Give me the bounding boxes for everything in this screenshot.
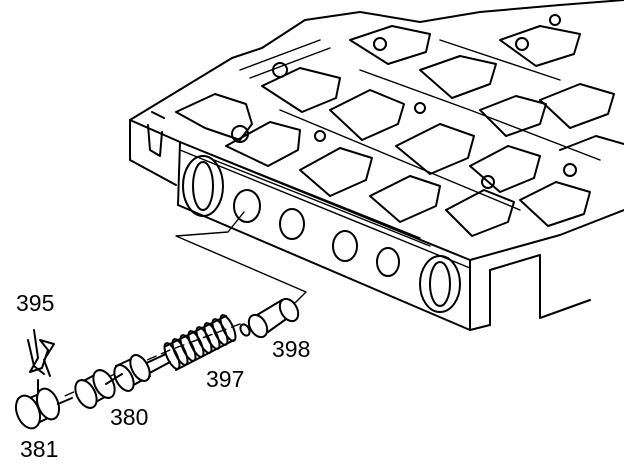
label-part-381: 381 bbox=[20, 436, 59, 462]
label-part-380: 380 bbox=[110, 404, 149, 430]
valve-body bbox=[129, 0, 624, 331]
part-380-valve bbox=[74, 353, 171, 409]
part-397-spring bbox=[163, 314, 237, 371]
part-395-clip bbox=[27, 329, 55, 393]
label-part-397: 397 bbox=[206, 366, 245, 392]
part-381-plug bbox=[14, 387, 73, 430]
label-part-398: 398 bbox=[272, 336, 311, 362]
valve-body-channels bbox=[175, 14, 624, 247]
label-part-395: 395 bbox=[16, 290, 55, 316]
valve-bores bbox=[182, 155, 461, 313]
part-398-sleeve bbox=[239, 297, 300, 339]
